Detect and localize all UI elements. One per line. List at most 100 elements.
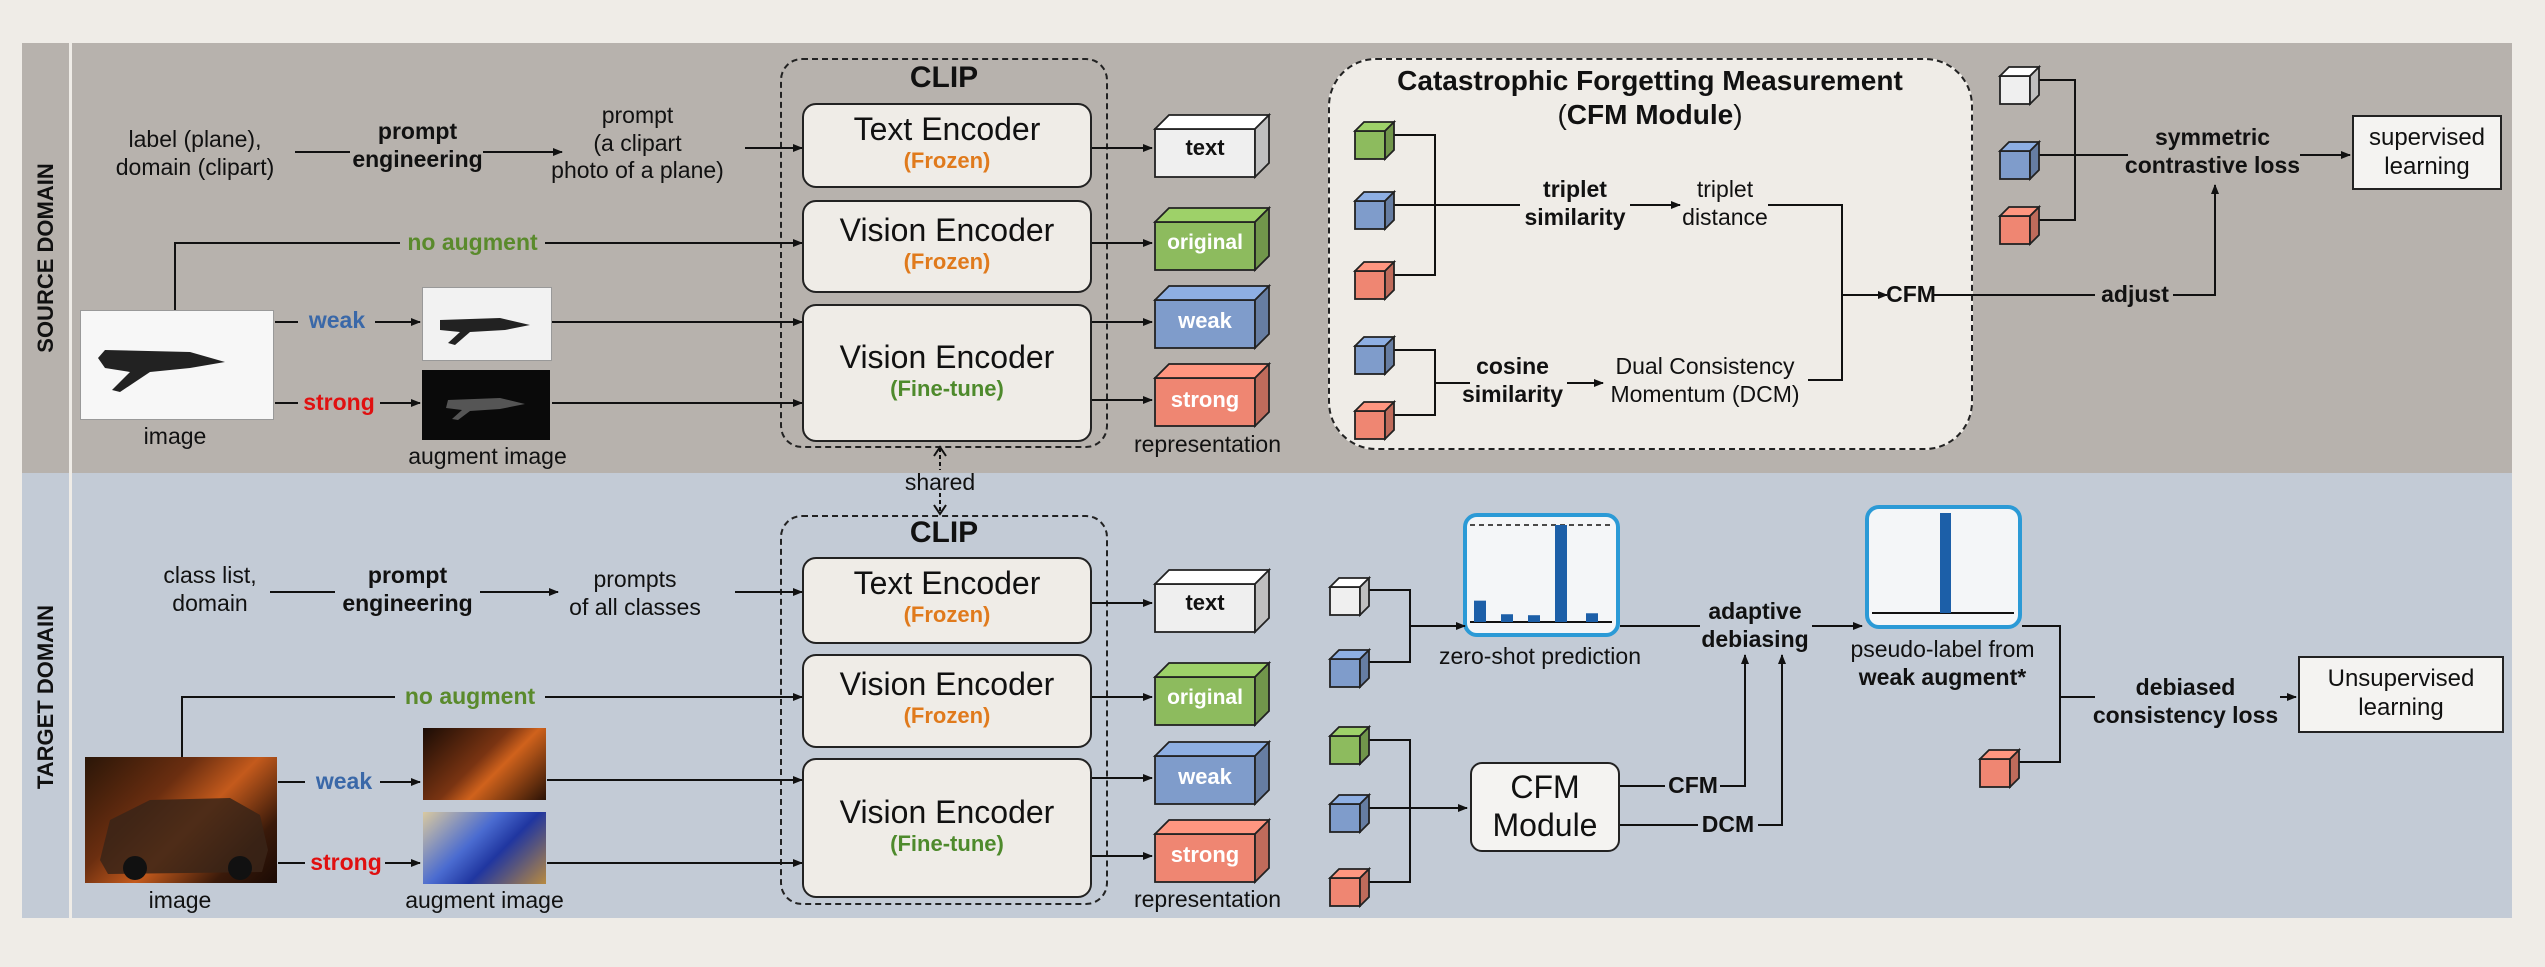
- pseudo-label-bar-chart: [1872, 513, 2014, 614]
- zero-shot-bar: [1474, 600, 1486, 622]
- target-clip-title: CLIP: [909, 516, 979, 549]
- source-cube-text: [1152, 112, 1272, 180]
- target-cube-original: [1152, 660, 1272, 728]
- zero-shot-bar: [1555, 525, 1567, 622]
- zero-shot-bar: [1528, 615, 1540, 622]
- source-cube-strong-label: strong: [1170, 387, 1240, 412]
- source-weak-plane-silhouette: [440, 318, 530, 345]
- target-cube-strong: [1152, 817, 1272, 885]
- target-text-encoder-label: Text Encoder (Frozen): [853, 565, 1041, 628]
- loss-cube-strong: [1997, 204, 2042, 247]
- cfm-module-box: [1470, 762, 1620, 852]
- source-vision-encoder-finetune: [802, 304, 1092, 442]
- source-label-domain-text: label (plane),domain (clipart): [115, 126, 275, 180]
- zero-shot-bar-chart: [1470, 524, 1612, 623]
- target-vision-encoder-finetune: [802, 758, 1092, 898]
- target-text-encoder: [802, 557, 1092, 644]
- target-cfm-label: CFM: [1668, 772, 1718, 798]
- zeroshot-cube-text: [1327, 575, 1372, 618]
- target-weak-label: weak: [315, 768, 373, 794]
- target-cube-text-label: text: [1185, 590, 1225, 615]
- source-cube-original: [1152, 205, 1272, 273]
- target-augment-image-caption: augment image: [405, 887, 564, 913]
- source-clip-title: CLIP: [909, 61, 979, 94]
- zero-shot-prediction-label: zero-shot prediction: [1439, 643, 1641, 669]
- target-cube-original-label: original: [1167, 686, 1243, 709]
- source-vision-encoder-finetune-label: Vision Encoder (Fine-tune): [839, 339, 1055, 402]
- adjust-label: adjust: [2101, 281, 2169, 307]
- target-no-augment-label: no augment: [404, 683, 536, 709]
- cfm-input-cube-weak: [1327, 792, 1372, 835]
- source-cfm-label: CFM: [1886, 281, 1936, 307]
- zero-shot-bar: [1501, 614, 1513, 622]
- target-class-domain-text: class list,domain: [163, 562, 257, 616]
- clip-container-target: [780, 515, 1108, 905]
- unsupervised-learning-box: [2298, 656, 2504, 733]
- target-cube-strong-label: strong: [1170, 842, 1240, 867]
- source-strong-label: strong: [303, 389, 375, 415]
- source-plane-silhouette: [98, 350, 225, 392]
- source-cube-weak-label: weak: [1178, 308, 1232, 333]
- target-dcm-label: DCM: [1701, 811, 1755, 837]
- source-cube-weak: [1152, 283, 1272, 351]
- source-cube-original-label: original: [1167, 231, 1243, 254]
- shared-label: shared: [904, 469, 976, 495]
- cfm-input-cube-original: [1327, 724, 1372, 767]
- target-weak-augment-image: [423, 728, 546, 800]
- debiased-cube-strong: [1977, 747, 2022, 790]
- source-vision-encoder-frozen: [802, 200, 1092, 293]
- loss-cube-weak: [1997, 139, 2042, 182]
- target-vision-encoder-frozen-label: Vision Encoder (Frozen): [839, 666, 1055, 729]
- zeroshot-cube-weak: [1327, 647, 1372, 690]
- source-text-encoder-label: Text Encoder (Frozen): [853, 111, 1041, 174]
- zero-shot-bar: [1586, 613, 1598, 622]
- cfm-triplet-cube-strong: [1352, 259, 1397, 302]
- source-vision-encoder-frozen-label: Vision Encoder (Frozen): [839, 212, 1055, 275]
- source-weak-label: weak: [308, 307, 366, 333]
- target-vision-encoder-frozen: [802, 654, 1092, 748]
- source-image-caption: image: [143, 423, 207, 449]
- source-strong-plane-silhouette: [446, 398, 525, 420]
- target-cube-weak: [1152, 739, 1272, 807]
- zero-shot-prediction-box: [1463, 513, 1620, 637]
- target-cube-text: [1152, 567, 1272, 635]
- target-car-silhouette: [100, 798, 268, 880]
- source-cube-strong: [1152, 361, 1272, 429]
- source-representation-caption: representation: [1133, 431, 1282, 457]
- cfm-triplet-cube-original: [1352, 119, 1397, 162]
- target-strong-augment-image: [423, 812, 546, 884]
- source-cube-text-label: text: [1185, 135, 1225, 160]
- target-vision-encoder-finetune-label: Vision Encoder (Fine-tune): [839, 794, 1055, 857]
- source-no-augment-label: no augment: [407, 229, 538, 255]
- loss-cube-text: [1997, 64, 2042, 107]
- target-representation-caption: representation: [1133, 886, 1282, 912]
- source-augment-image-caption: augment image: [408, 443, 567, 469]
- domain-label-divider: [69, 43, 72, 918]
- clip-container-source: [780, 58, 1108, 448]
- cfm-cosine-cube-strong: [1352, 399, 1397, 442]
- target-cube-weak-label: weak: [1178, 764, 1232, 789]
- cfm-triplet-cube-weak: [1352, 189, 1397, 232]
- target-strong-label: strong: [310, 849, 382, 875]
- cfm-input-cube-strong: [1327, 866, 1372, 909]
- supervised-learning-box: [2352, 115, 2502, 190]
- cfm-cosine-cube-weak: [1352, 334, 1397, 377]
- pseudo-label-bar: [1940, 513, 1951, 613]
- cfm-measurement-title: Catastrophic Forgetting Measurement (CFM…: [1397, 65, 1903, 130]
- source-text-encoder: [802, 103, 1092, 188]
- target-image-caption: image: [148, 887, 212, 913]
